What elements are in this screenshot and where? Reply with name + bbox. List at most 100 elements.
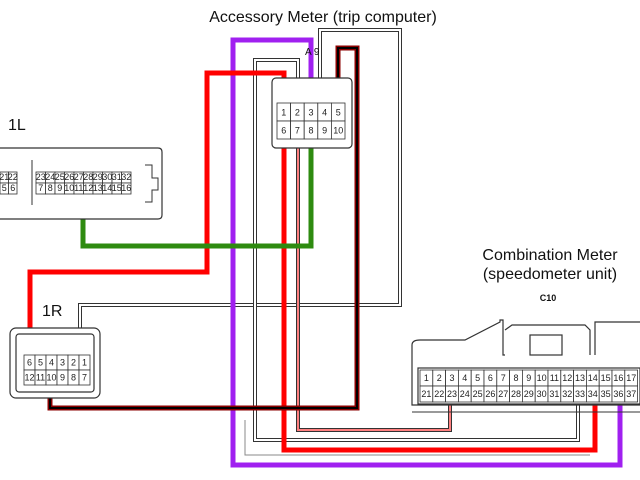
- pin-number: 25: [473, 389, 483, 399]
- pin-number: 28: [511, 389, 521, 399]
- pin-number: 3: [308, 108, 313, 118]
- pin-number: 4: [322, 108, 327, 118]
- pin-number: 12: [24, 373, 34, 383]
- pin-number: 25: [55, 172, 65, 182]
- pin-cell: [8, 182, 18, 195]
- connector-1l-label: 1L: [8, 117, 26, 134]
- pin-number: 3: [60, 358, 65, 368]
- accessory-connector-id: A 9: [305, 47, 320, 58]
- pin-number: 11: [74, 183, 83, 193]
- pin-cell: [330, 120, 346, 140]
- pin-number: 22: [8, 172, 18, 182]
- combination-meter-label-line1: Combination Meter: [482, 247, 618, 264]
- combination-connector-id: C10: [540, 293, 557, 303]
- pin-number: 7: [82, 373, 87, 383]
- grey-wire: [244, 420, 590, 456]
- red-wire-pin6-to-pin34: [281, 139, 598, 453]
- pin-number: 11: [36, 373, 45, 383]
- wires: [27, 28, 623, 468]
- pin-number: 36: [613, 389, 623, 399]
- pin-number: 35: [601, 389, 611, 399]
- pin-number: 13: [93, 183, 103, 193]
- pin-number: 9: [322, 126, 327, 136]
- pin-cell: [121, 182, 132, 195]
- pin-number: 30: [102, 172, 112, 182]
- pin-cell: [624, 385, 638, 403]
- pin-number: 27: [74, 172, 84, 182]
- pin-number: 10: [537, 373, 547, 383]
- pin-number: 8: [513, 373, 518, 383]
- pin-number: 30: [537, 389, 547, 399]
- pin-number: 29: [93, 172, 103, 182]
- pin-number: 2: [437, 373, 442, 383]
- accessory-meter-label: Accessory Meter (trip computer): [209, 9, 437, 26]
- pin-number: 16: [613, 373, 623, 383]
- pin-number: 15: [601, 373, 611, 383]
- connector-1r-label: 1R: [42, 303, 62, 320]
- pin-number: 10: [64, 183, 74, 193]
- pin-number: 21: [421, 389, 431, 399]
- pin-number: 29: [524, 389, 534, 399]
- pin-number: 16: [121, 183, 131, 193]
- pin-number: 24: [460, 389, 470, 399]
- pin-number: 27: [498, 389, 508, 399]
- pin-number: 6: [281, 126, 286, 136]
- pin-number: 1: [424, 373, 429, 383]
- pin-number: 26: [485, 389, 495, 399]
- pin-number: 5: [475, 373, 480, 383]
- pin-number: 32: [121, 172, 131, 182]
- pin-number: 5: [2, 183, 7, 193]
- pin-number: 5: [38, 358, 43, 368]
- purple-wire: [230, 37, 623, 468]
- pin-number: 7: [295, 126, 300, 136]
- pin-number: 14: [102, 183, 112, 193]
- pin-number: 21: [0, 172, 9, 182]
- pin-number: 7: [501, 373, 506, 383]
- pin-number: 34: [588, 389, 598, 399]
- pin-number: 31: [549, 389, 559, 399]
- pin-number: 23: [447, 389, 457, 399]
- pin-number: 23: [36, 172, 46, 182]
- pin-number: 6: [488, 373, 493, 383]
- pin-number: 12: [562, 373, 572, 383]
- pin-number: 32: [562, 389, 572, 399]
- pin-number: 5: [336, 108, 341, 118]
- pin-cell: [78, 369, 91, 386]
- pin-number: 33: [575, 389, 585, 399]
- pin-number: 22: [434, 389, 444, 399]
- pin-number: 15: [112, 183, 122, 193]
- pin-number: 7: [38, 183, 43, 193]
- pin-number: 6: [10, 183, 15, 193]
- pin-number: 31: [112, 172, 122, 182]
- pin-number: 2: [295, 108, 300, 118]
- pin-number: 3: [449, 373, 454, 383]
- pin-number: 13: [575, 373, 585, 383]
- pin-number: 9: [526, 373, 531, 383]
- pin-number: 24: [45, 172, 55, 182]
- pin-number: 4: [49, 358, 54, 368]
- combination-meter-label-line2: (speedometer unit): [483, 266, 617, 283]
- pin-number: 26: [64, 172, 74, 182]
- combination-meter-connector: Combination Meter (speedometer unit) C10…: [411, 247, 640, 413]
- pin-number: 9: [57, 183, 62, 193]
- pin-number: 11: [550, 373, 559, 383]
- pin-number: 4: [462, 373, 467, 383]
- pin-number: 9: [60, 373, 65, 383]
- pin-number: 12: [83, 183, 93, 193]
- pin-number: 8: [48, 183, 53, 193]
- pin-number: 2: [71, 358, 76, 368]
- pin-number: 14: [588, 373, 598, 383]
- pin-number: 6: [27, 358, 32, 368]
- pin-number: 8: [308, 126, 313, 136]
- green-wire: [80, 139, 314, 249]
- pin-number: 8: [71, 373, 76, 383]
- pin-number: 1: [82, 358, 87, 368]
- pin-number: 28: [83, 172, 93, 182]
- pin-number: 37: [626, 389, 636, 399]
- pin-number: 17: [626, 373, 636, 383]
- pin-number: 10: [333, 126, 343, 136]
